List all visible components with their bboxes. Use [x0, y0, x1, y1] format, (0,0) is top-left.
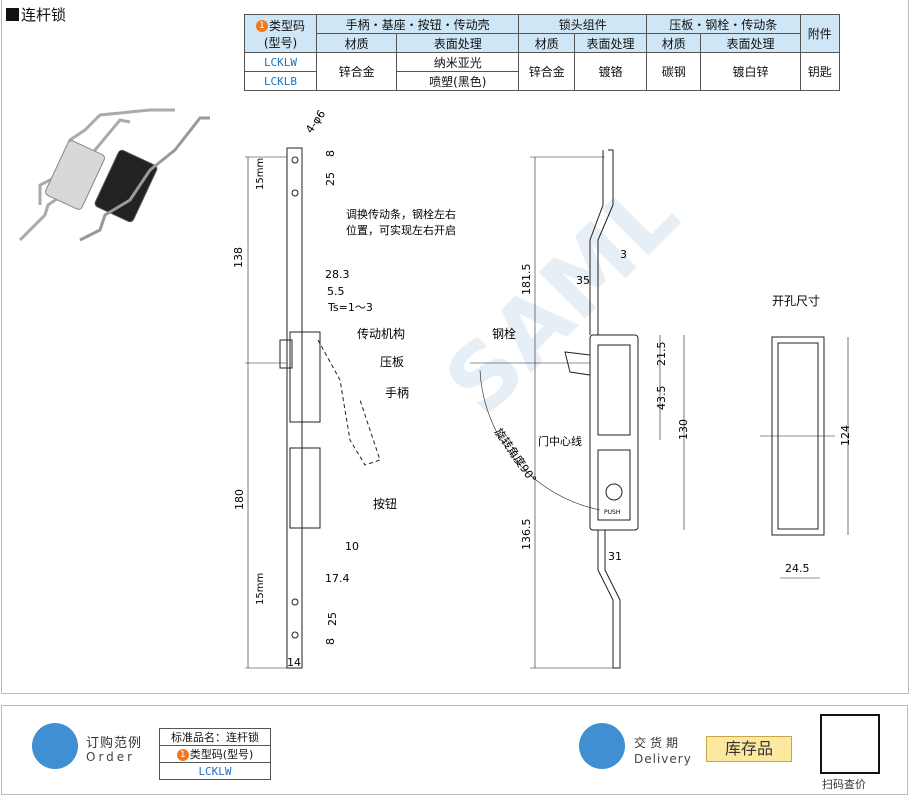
page-frame [1, 0, 909, 694]
delivery-box-icon [579, 723, 625, 769]
model-label: (型号) [263, 35, 298, 50]
cell: 碳钢 [646, 52, 702, 91]
dim-text: 43.5 [655, 386, 668, 411]
note-text: 位置，可实现左右开启 [346, 223, 456, 237]
dim-text: 136.5 [520, 519, 533, 551]
note-text: 调换传动条，钢栓左右 [346, 207, 456, 221]
product-photo [18, 108, 210, 242]
dim-text: 17.4 [325, 572, 350, 585]
dim-text: 8 [324, 638, 337, 645]
badge-icon: 1 [255, 20, 268, 32]
dim-text: Ts=1～3 [327, 301, 373, 314]
cell: 锌合金 [315, 52, 398, 91]
cell: 镀白锌 [700, 52, 801, 91]
material-header: 材质 [646, 33, 702, 53]
delivery-sub: Delivery [634, 752, 692, 766]
dim-text: 138 [232, 247, 245, 268]
callout-label: 压板 [380, 355, 404, 369]
dim-text: 3 [620, 248, 627, 261]
order-title: 订购范例 [86, 736, 143, 751]
callout-label: 旋转角度90° [492, 425, 540, 485]
surface-header: 表面处理 [574, 33, 648, 53]
push-label: PUSH [604, 509, 620, 516]
qr-code-icon[interactable] [820, 714, 880, 774]
callout-label: 按钮 [373, 496, 397, 511]
cell: 锌合金 [518, 52, 576, 91]
cell: 喷塑(黑色) [396, 71, 520, 91]
dim-text: 15mm [255, 573, 266, 605]
callout-label: 钢栓 [492, 326, 516, 341]
title-text: 连杆锁 [21, 6, 67, 24]
callout-label: 传动机构 [357, 326, 405, 341]
surface-header: 表面处理 [396, 33, 520, 53]
example-code: LCKLW [159, 762, 271, 780]
dim-text: 8 [324, 150, 337, 157]
order-sub: Order [86, 750, 136, 764]
dim-text: 24.5 [785, 562, 810, 575]
dim-text: 180 [233, 489, 246, 510]
dim-text: 10 [345, 540, 359, 553]
dim-text: 4-φ6 [303, 108, 328, 136]
qr-label: 扫码查价 [822, 778, 866, 791]
badge-icon: 1 [176, 749, 189, 761]
group-plate: 压板・钢栓・传动条 [646, 14, 801, 34]
cart-icon [32, 723, 78, 769]
callout-label: 门中心线 [538, 434, 582, 448]
dim-text: 14 [287, 656, 301, 669]
std-name: 标准品名：连杆锁 [159, 728, 271, 746]
page-title: 连杆锁 [6, 4, 66, 25]
dim-text: 21.5 [655, 342, 668, 367]
type-label: 类型码(型号) [189, 748, 254, 761]
dim-text: 130 [677, 419, 690, 440]
cutout-title: 开孔尺寸 [772, 294, 820, 308]
cell: 钥匙 [799, 52, 841, 91]
type-label: 类型码 [268, 18, 305, 33]
group-lockhead: 锁头组件 [518, 14, 648, 34]
cutout-view [760, 336, 849, 579]
dim-text: 31 [608, 550, 622, 563]
cell: 纳米亚光 [396, 52, 520, 72]
front-view [470, 149, 685, 669]
side-view [245, 147, 381, 669]
dim-text: 124 [839, 425, 852, 446]
dim-text: 5.5 [327, 285, 345, 298]
callout-label: 手柄 [385, 386, 409, 400]
dim-text: 28.3 [325, 268, 350, 281]
dim-text: 25 [324, 172, 337, 186]
dim-text: 25 [326, 612, 339, 626]
material-header: 材质 [315, 33, 398, 53]
stock-badge: 库存品 [706, 736, 792, 762]
dim-text: 181.5 [520, 264, 533, 296]
dim-text: 35 [576, 274, 590, 287]
delivery-title: 交货期 [634, 736, 683, 750]
cell: 镀铬 [574, 52, 648, 91]
dim-text: 15mm [255, 158, 266, 190]
title-square-icon [6, 8, 19, 21]
code-lcklb: LCKLB [244, 71, 317, 91]
technical-drawing: SAML 4-φ6 8 25 15mm 138 调换传动条，钢栓左右 位置，可实… [18, 108, 852, 669]
group-accessory: 附件 [799, 14, 841, 53]
group-handle: 手柄・基座・按钮・传动壳 [315, 14, 520, 34]
